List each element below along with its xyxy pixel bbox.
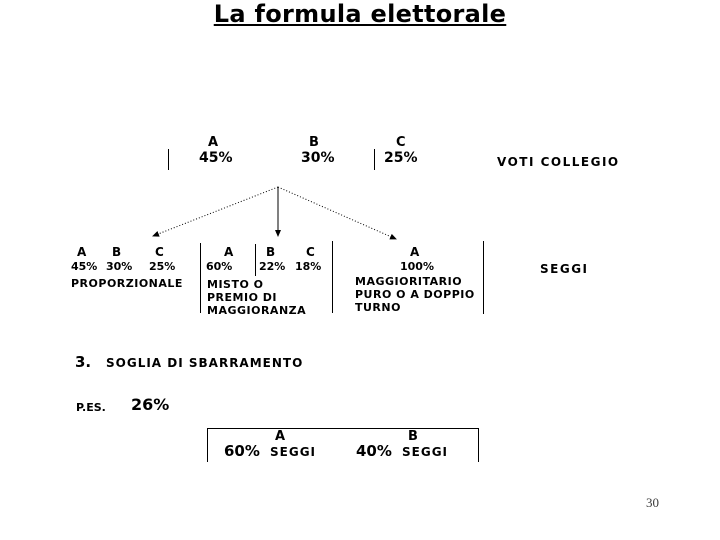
prop-party-a-pct: 45% xyxy=(71,260,98,273)
result-party-a-unit: SEGGI xyxy=(270,445,317,459)
prop-party-a-label: A xyxy=(77,245,87,259)
votes-party-c-label: C xyxy=(396,135,406,150)
mixed-party-a-pct: 60% xyxy=(206,260,233,273)
slide-title: La formula elettorale xyxy=(213,0,507,28)
systems-divider-2 xyxy=(332,241,333,313)
threshold-label: SOGLIA DI SBARRAMENTO xyxy=(106,356,304,370)
proportional-system-label: PROPORZIONALE xyxy=(71,277,183,290)
prop-party-c-pct: 25% xyxy=(149,260,176,273)
prop-party-b-pct: 30% xyxy=(106,260,133,273)
mixed-party-c-pct: 18% xyxy=(295,260,322,273)
votes-party-b-label: B xyxy=(309,135,319,150)
mixed-party-c-label: C xyxy=(306,245,315,259)
result-party-a-pct: 60% xyxy=(224,442,260,460)
result-party-b-pct: 40% xyxy=(356,442,392,460)
systems-divider-3 xyxy=(483,241,484,314)
page-number: 30 xyxy=(646,495,659,510)
result-box xyxy=(207,428,479,462)
threshold-example-value: 26% xyxy=(131,395,170,414)
mixed-system-label-line2: PREMIO DI xyxy=(207,291,277,304)
votes-party-b-pct: 30% xyxy=(301,150,335,166)
prop-party-c-label: C xyxy=(155,245,164,259)
threshold-number: 3. xyxy=(75,353,92,371)
threshold-example-prefix: P.ES. xyxy=(76,401,106,414)
mixed-party-b-pct: 22% xyxy=(259,260,286,273)
maj-party-a-label: A xyxy=(410,245,420,259)
prop-party-b-label: B xyxy=(112,245,122,259)
mixed-party-b-label: B xyxy=(266,245,276,259)
votes-party-a-label: A xyxy=(208,135,219,150)
systems-divider-1 xyxy=(200,243,201,313)
result-party-b-unit: SEGGI xyxy=(402,445,449,459)
seats-row-label: SEGGI xyxy=(540,262,589,276)
votes-row-label: VOTI COLLEGIO xyxy=(497,155,620,169)
votes-divider-right xyxy=(374,149,375,170)
arrow-to-proportional xyxy=(152,186,279,237)
mixed-party-a-label: A xyxy=(224,245,234,259)
votes-party-a-pct: 45% xyxy=(199,150,233,166)
majoritarian-system-label-line3: TURNO xyxy=(355,301,401,314)
votes-party-c-pct: 25% xyxy=(384,150,418,166)
mixed-inner-divider xyxy=(255,244,256,276)
result-party-a-label: A xyxy=(275,429,286,444)
mixed-system-label-line1: MISTO O xyxy=(207,278,264,291)
votes-divider-left xyxy=(168,149,169,170)
result-party-b-label: B xyxy=(408,429,418,444)
maj-party-a-pct: 100% xyxy=(400,260,434,273)
mixed-system-label-line3: MAGGIORANZA xyxy=(207,304,307,317)
majoritarian-system-label-line1: MAGGIORITARIO xyxy=(355,275,463,288)
majoritarian-system-label-line2: PURO O A DOPPIO xyxy=(355,288,475,301)
arrow-to-majoritarian xyxy=(277,186,397,240)
